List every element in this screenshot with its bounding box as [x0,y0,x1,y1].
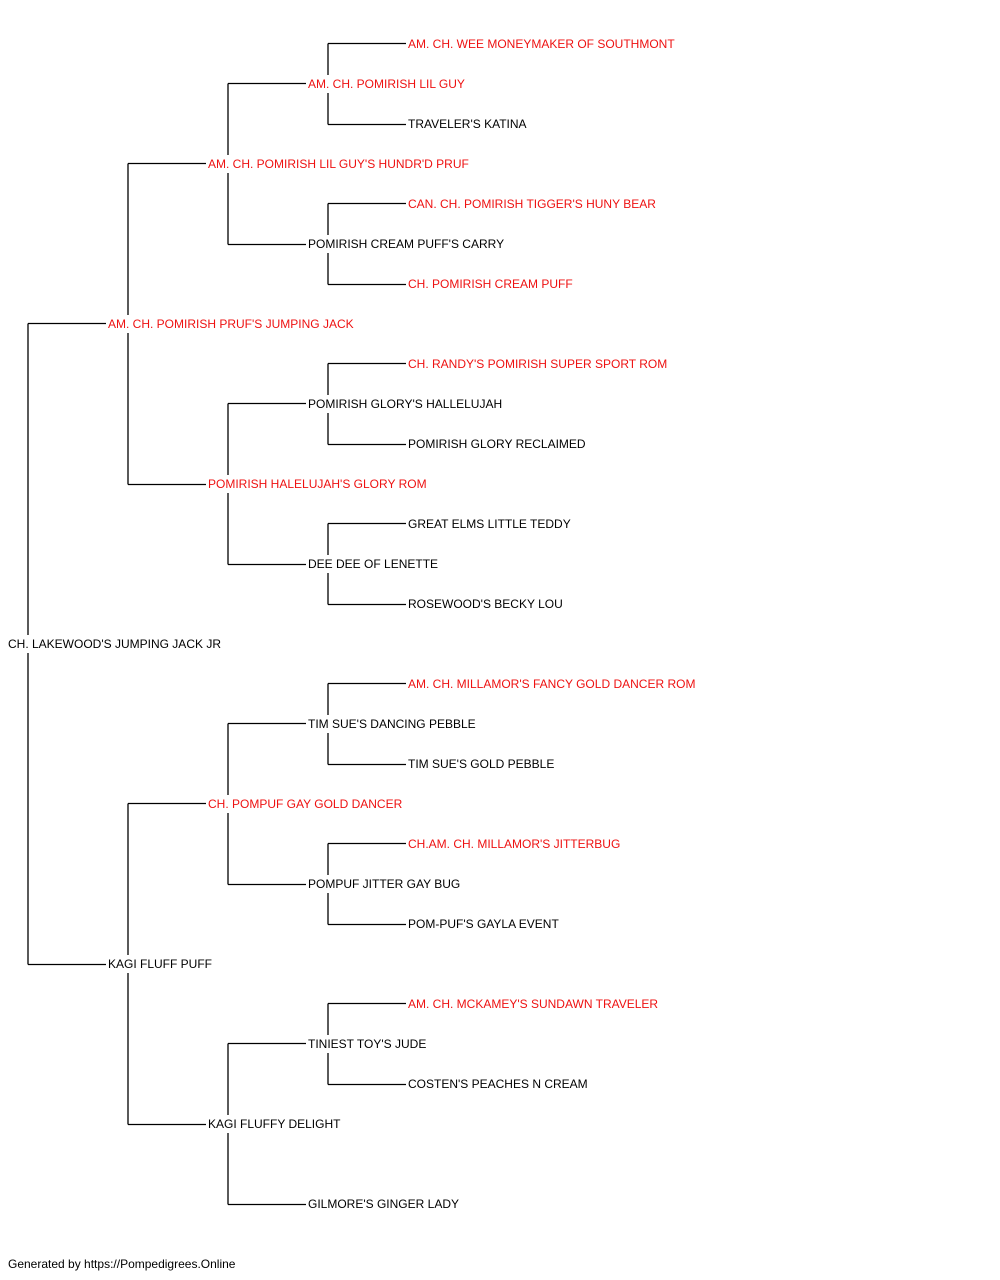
pedigree-name-dam-sire-sire: TIM SUE'S DANCING PEBBLE [308,717,476,731]
pedigree-name-dam-dam-sire-dam: COSTEN'S PEACHES N CREAM [408,1077,588,1091]
pedigree-name-dam-sire-sire-dam: TIM SUE'S GOLD PEBBLE [408,757,554,771]
pedigree-name-sire-sire-dam-dam: CH. POMIRISH CREAM PUFF [408,277,573,291]
pedigree-name-sire-sire-dam: POMIRISH CREAM PUFF'S CARRY [308,237,504,251]
pedigree-name-dam-sire-dam: POMPUF JITTER GAY BUG [308,877,460,891]
pedigree-name-dam-sire-dam-dam: POM-PUF'S GAYLA EVENT [408,917,559,931]
pedigree-name-sire-dam-dam-dam: ROSEWOOD'S BECKY LOU [408,597,563,611]
pedigree-name-sire-sire-dam-sire: CAN. CH. POMIRISH TIGGER'S HUNY BEAR [408,197,656,211]
pedigree-name-sire-dam-sire-sire: CH. RANDY'S POMIRISH SUPER SPORT ROM [408,357,667,371]
pedigree-name-sire-sire-sire: AM. CH. POMIRISH LIL GUY [308,77,465,91]
pedigree-name-dam-sire-dam-sire: CH.AM. CH. MILLAMOR'S JITTERBUG [408,837,620,851]
footer-credit: Generated by https://Pompedigrees.Online [8,1257,236,1271]
pedigree-name-sire-dam-sire-dam: POMIRISH GLORY RECLAIMED [408,437,586,451]
pedigree-name-sire-dam-sire: POMIRISH GLORY'S HALLELUJAH [308,397,502,411]
pedigree-name-dam-dam-sire: TINIEST TOY'S JUDE [308,1037,426,1051]
pedigree-name-sire-dam-dam: DEE DEE OF LENETTE [308,557,438,571]
pedigree-name-subject: CH. LAKEWOOD'S JUMPING JACK JR [8,637,221,651]
pedigree-name-dam-sire: CH. POMPUF GAY GOLD DANCER [208,797,403,811]
pedigree-name-dam-dam-dam: GILMORE'S GINGER LADY [308,1197,459,1211]
pedigree-name-sire-sire: AM. CH. POMIRISH LIL GUY'S HUNDR'D PRUF [208,157,469,171]
pedigree-name-dam-dam: KAGI FLUFFY DELIGHT [208,1117,341,1131]
pedigree-name-sire-dam-dam-sire: GREAT ELMS LITTLE TEDDY [408,517,571,531]
pedigree-name-sire-dam: POMIRISH HALELUJAH'S GLORY ROM [208,477,427,491]
pedigree-name-dam-sire-sire-sire: AM. CH. MILLAMOR'S FANCY GOLD DANCER ROM [408,677,695,691]
pedigree-name-dam-dam-sire-sire: AM. CH. MCKAMEY'S SUNDAWN TRAVELER [408,997,658,1011]
pedigree-name-sire: AM. CH. POMIRISH PRUF'S JUMPING JACK [108,317,354,331]
pedigree-name-dam: KAGI FLUFF PUFF [108,957,212,971]
pedigree-name-sire-sire-sire-sire: AM. CH. WEE MONEYMAKER OF SOUTHMONT [408,37,675,51]
pedigree-name-sire-sire-sire-dam: TRAVELER'S KATINA [408,117,527,131]
